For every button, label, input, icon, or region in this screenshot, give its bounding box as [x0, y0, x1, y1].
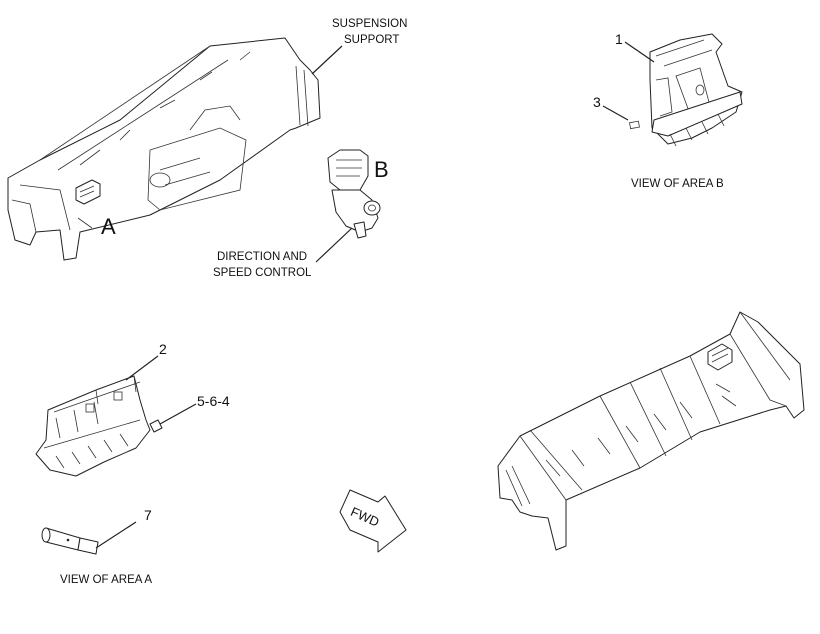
callout-3: 3: [593, 94, 601, 110]
area-b-marker: B: [374, 157, 389, 182]
suspension-seat-assembly: [7, 37, 321, 261]
callout-5-6-4: 5-6-4: [197, 393, 230, 409]
area-b-controller-detail: [629, 33, 743, 147]
view-area-b-caption: VIEW OF AREA B: [631, 178, 724, 190]
callout-2-leader: [125, 355, 159, 381]
pin-terminal-part-7: [41, 527, 99, 555]
seat-overview-assembly: [497, 311, 805, 551]
callout-3-leader: [602, 105, 629, 121]
direction-speed-leader: [315, 227, 353, 263]
callout-7: 7: [144, 507, 152, 523]
direction-speed-label-line1: DIRECTION AND: [217, 251, 307, 263]
callout-7-leader: [95, 521, 137, 549]
area-a-connector-detail: [35, 375, 163, 477]
callout-2: 2: [159, 341, 167, 357]
suspension-support-leader: [311, 45, 343, 75]
view-area-a-caption: VIEW OF AREA A: [60, 574, 152, 586]
direction-speed-label-line2: SPEED CONTROL: [213, 267, 312, 279]
suspension-support-label-line2: SUPPORT: [344, 34, 399, 46]
direction-speed-control-lever: [327, 149, 381, 239]
callout-1-leader: [624, 41, 655, 63]
area-a-marker: A: [101, 214, 116, 239]
callout-564-leader: [159, 403, 197, 425]
forward-direction-arrow: FWD: [339, 489, 407, 553]
callout-1: 1: [615, 31, 623, 47]
suspension-support-label-line1: SUSPENSION: [332, 18, 407, 30]
